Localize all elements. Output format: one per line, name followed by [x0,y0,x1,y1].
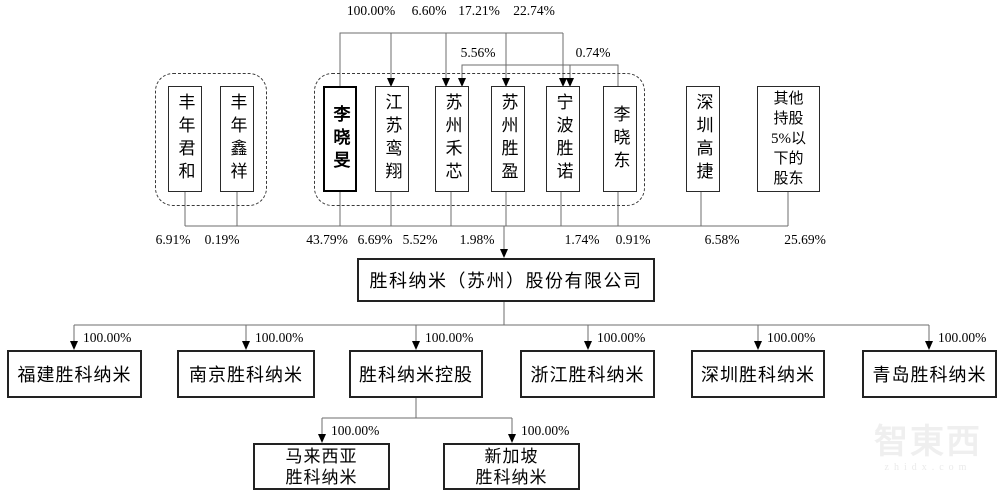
overseas-pct-label: 100.00% [521,423,570,438]
shareholder-box-fengnianjunhe: 丰年君和 [168,86,202,192]
fengnian-group-outline [155,73,267,206]
subsidiary-box-holding: 胜科纳米控股 [349,350,483,398]
subsidiary-pct-label: 100.00% [938,330,987,345]
overseas-name: 马来西亚 [285,446,358,466]
overseas-pct-label: 100.00% [331,423,380,438]
shareholder-name: 李晓旻 [330,104,350,174]
ownership-pct-label: 6.60% [411,3,447,18]
shareholder-name: 苏州禾芯 [442,93,462,185]
subsidiary-pct-label: 100.00% [425,330,474,345]
arrowheads [70,78,933,443]
subsidiary-pct-label: 100.00% [597,330,646,345]
shareholding-pct-label: 1.98% [459,232,495,247]
shareholder-name: 丰年君和 [175,93,195,185]
company-name: 胜科纳米（苏州）股份有限公司 [369,271,643,291]
shareholder-box-fengnianxinxiang: 丰年鑫祥 [220,86,254,192]
shareholder-name: 宁波胜诺 [553,93,573,185]
ownership-pct-label: 0.74% [575,45,611,60]
ownership-pct-label: 100.00% [346,3,396,18]
overseas-name: 新加坡 [484,446,539,466]
subsidiary-name: 青岛胜科纳米 [872,365,987,385]
shareholder-name: 李晓东 [610,104,630,174]
shareholding-pct-label: 5.52% [402,232,438,247]
subsidiary-box-nanjing: 南京胜科纳米 [177,350,315,398]
shareholder-name: 其他 持股 5%以 下的 股东 [771,91,806,187]
overseas-box-malaysia: 马来西亚 胜科纳米 [253,443,390,490]
overseas-name: 胜科纳米 [285,467,358,487]
shareholder-name: 江苏鸾翔 [382,93,402,185]
subsidiary-box-qingdao: 青岛胜科纳米 [862,350,997,398]
subsidiary-pct-label: 100.00% [83,330,132,345]
subsidiary-name: 深圳胜科纳米 [701,365,815,385]
shareholder-name: 丰年鑫祥 [227,93,247,185]
shareholding-pct-label: 25.69% [784,232,826,247]
subsidiary-name: 浙江胜科纳米 [530,365,645,385]
subsidiary-name: 胜科纳米控股 [359,365,473,385]
ownership-pct-label: 5.56% [460,45,496,60]
shareholder-box-jiangsuluanxiang: 江苏鸾翔 [375,86,409,192]
lixiaodong-bus-line [461,64,619,86]
shareholding-pct-label: 6.69% [357,232,393,247]
subsidiary-pct-label: 100.00% [767,330,816,345]
ownership-pct-label: 22.74% [513,3,555,18]
shareholder-box-other-holders: 其他 持股 5%以 下的 股东 [757,86,820,192]
shareholding-pct-label: 43.79% [306,232,348,247]
shareholder-name: 苏州胜盈 [498,93,518,185]
lixiaomin-group-outline [314,73,645,206]
lixiaomin-bus-line [339,32,563,86]
overseas-box-singapore: 新加坡 胜科纳米 [443,443,580,490]
shareholding-pct-label: 0.19% [204,232,240,247]
subsidiary-name: 福建胜科纳米 [17,365,132,385]
shareholder-box-suzhouhexin: 苏州禾芯 [435,86,469,192]
shareholder-name: 深圳高捷 [693,93,713,185]
shareholder-box-suzhoushengying: 苏州胜盈 [491,86,525,192]
subsidiary-box-fujian: 福建胜科纳米 [7,350,142,398]
subsidiary-box-shenzhen: 深圳胜科纳米 [691,350,825,398]
shareholding-pct-label: 6.91% [155,232,191,247]
shareholder-box-ningboshengnuo: 宁波胜诺 [546,86,580,192]
ownership-pct-label: 17.21% [458,3,500,18]
subsidiary-pct-label: 100.00% [255,330,304,345]
company-box: 胜科纳米（苏州）股份有限公司 [357,258,655,302]
shareholder-box-lixiaomin: 李晓旻 [323,86,357,192]
shareholding-pct-label: 1.74% [564,232,600,247]
shareholder-box-shenzhengaojie: 深圳高捷 [686,86,720,192]
shareholding-pct-label: 6.58% [704,232,740,247]
shareholding-pct-label: 0.91% [615,232,651,247]
subsidiary-name: 南京胜科纳米 [189,365,303,385]
subsidiary-box-zhejiang: 浙江胜科纳米 [520,350,655,398]
overseas-name: 胜科纳米 [475,467,548,487]
shareholder-box-lixiaodong: 李晓东 [603,86,637,192]
